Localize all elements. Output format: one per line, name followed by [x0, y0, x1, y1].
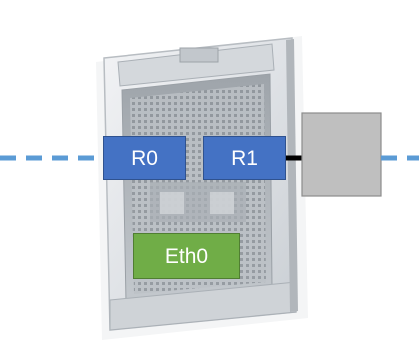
port-eth0: Eth0 — [133, 233, 240, 279]
outdoor-radio-unit-icon — [96, 36, 308, 340]
port-r0-label: R0 — [131, 146, 158, 170]
port-r1: R1 — [203, 136, 286, 180]
peer-device-box — [301, 112, 382, 197]
port-eth0-label: Eth0 — [164, 244, 209, 268]
port-r1-label: R1 — [231, 146, 258, 170]
port-r0: R0 — [103, 136, 186, 180]
